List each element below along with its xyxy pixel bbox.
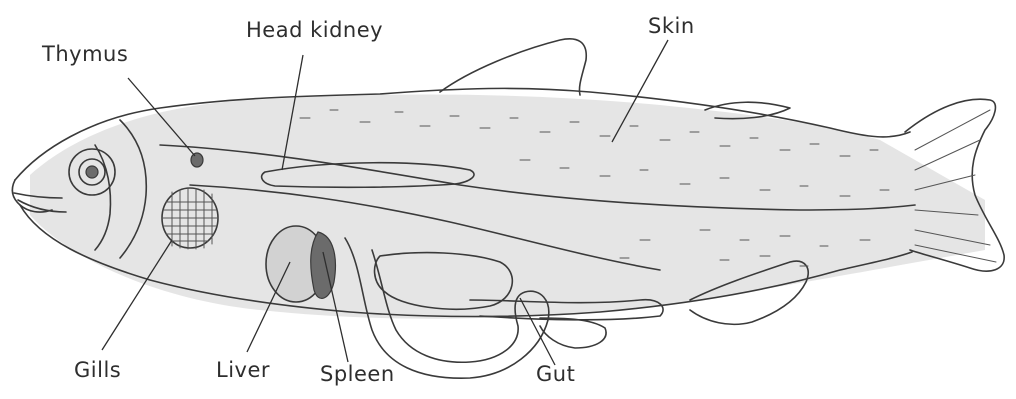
head-kidney-label: Head kidney (246, 18, 383, 42)
thymus-label: Thymus (42, 42, 128, 66)
dorsal-fin (440, 39, 586, 95)
pelvic-fin (540, 318, 606, 348)
gut-label: Gut (536, 362, 575, 386)
spleen-label: Spleen (320, 362, 395, 386)
liver-label: Liver (216, 358, 270, 382)
gills-label: Gills (74, 358, 121, 382)
skin-label: Skin (648, 14, 695, 38)
thymus-shape (191, 153, 203, 167)
eye-pupil (86, 166, 98, 178)
